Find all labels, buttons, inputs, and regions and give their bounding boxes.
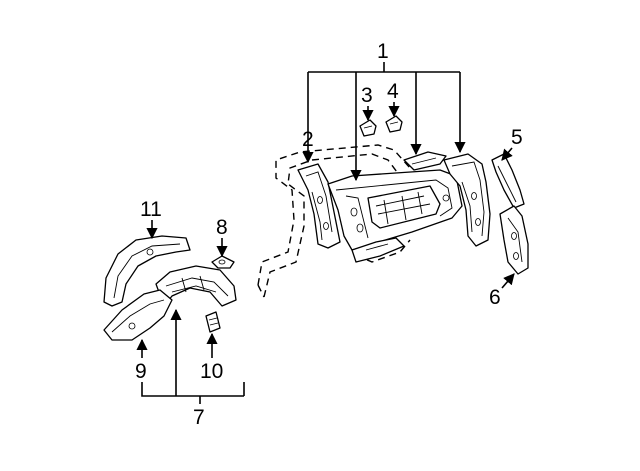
callout-4: 4 — [387, 80, 399, 103]
callout-6: 6 — [489, 286, 501, 309]
part-10-bracket — [205, 311, 221, 333]
part-6-extension — [499, 205, 529, 275]
part-8-bracket — [211, 255, 235, 269]
leader-lines — [136, 62, 515, 404]
callout-11: 11 — [140, 198, 162, 221]
part-3-clip — [359, 119, 377, 137]
part-4-clip — [385, 115, 403, 133]
callout-5: 5 — [511, 126, 523, 149]
part-11-wheelhouse-outer — [103, 235, 191, 307]
part-9-panel — [103, 289, 173, 341]
callout-2: 2 — [302, 128, 314, 151]
part-1-d-pillar — [443, 153, 491, 247]
callout-3: 3 — [361, 84, 373, 107]
callout-10: 10 — [200, 360, 223, 383]
part-1-upper-rail — [403, 151, 447, 171]
callout-9: 9 — [135, 360, 147, 383]
part-2-quarter-pillar — [297, 163, 341, 249]
callout-7: 7 — [193, 406, 205, 429]
part-5-extension — [491, 153, 525, 209]
callout-1: 1 — [377, 40, 389, 63]
callout-labels: 1 2 3 4 5 6 7 8 9 10 11 — [135, 40, 523, 429]
part-1-rear-panel — [327, 169, 463, 263]
callout-8: 8 — [216, 216, 228, 239]
part-7-wheelhouse-inner — [155, 265, 237, 307]
